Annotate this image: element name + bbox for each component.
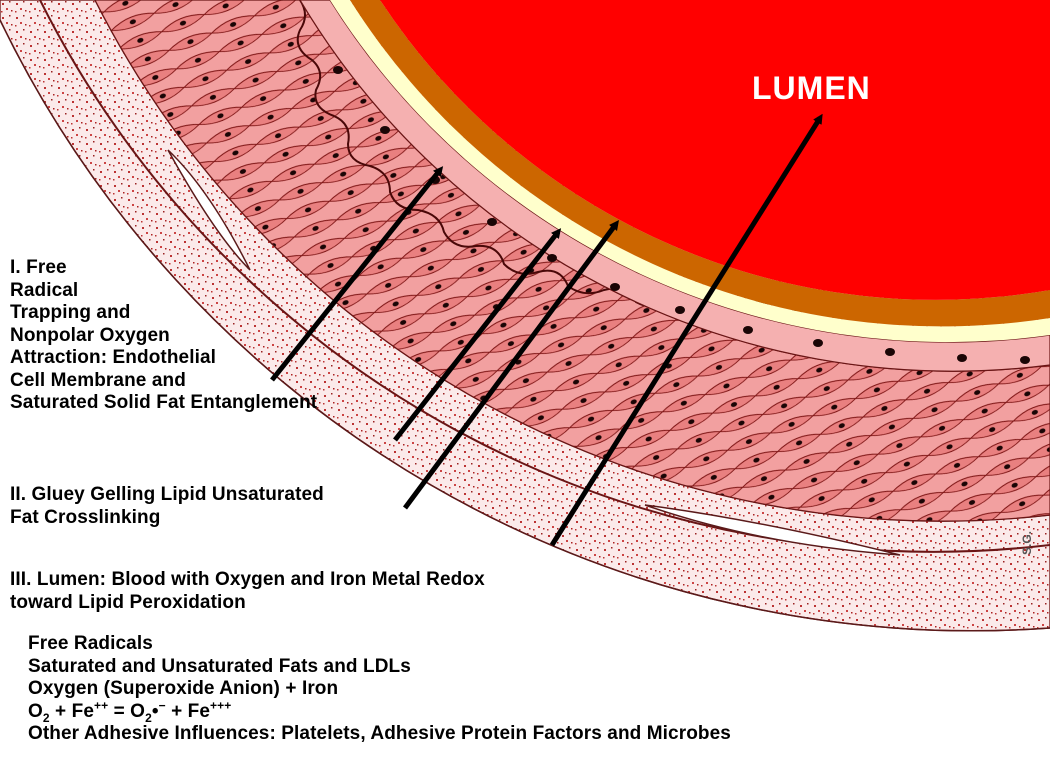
adventitia-outer-line	[0, 19, 1050, 632]
section-1-line: Trapping and	[10, 302, 131, 323]
adventitia-vessel-2	[644, 504, 901, 556]
section-1-line: Attraction: Endothelial	[10, 347, 217, 368]
section-3-line: III. Lumen: Blood with Oxygen and Iron M…	[10, 569, 485, 590]
brown-inner-layer	[350, 0, 1050, 327]
eq-radical: •	[151, 700, 159, 722]
eq-fe: + Fe	[165, 700, 211, 722]
arrow-section-2	[402, 219, 619, 510]
section-2-line: II. Gluey Gelling Lipid Unsaturated	[10, 484, 324, 505]
section-1-label: I. Free Radical Trapping and Nonpolar Ox…	[10, 257, 317, 415]
section-2-line: Fat Crosslinking	[10, 506, 161, 528]
adventitia-vessel-1	[167, 149, 251, 271]
eq-equals: = O	[108, 700, 146, 722]
eq-sub: 2	[42, 710, 50, 725]
legend-fats: Saturated and Unsaturated Fats and LDLs	[28, 655, 411, 677]
legend-adhesive-influences: Other Adhesive Influences: Platelets, Ad…	[28, 723, 731, 744]
eq-sup: +++	[210, 698, 232, 713]
arrow-section-1b	[393, 228, 562, 442]
eq-fe: + Fe	[49, 700, 94, 722]
legend-equation: O2 + Fe++ = O2•− + Fe+++	[28, 698, 731, 725]
section-1-line: Radical	[10, 279, 79, 301]
section-1-line: Nonpolar Oxygen	[10, 324, 170, 346]
section-3-line: toward Lipid Peroxidation	[10, 591, 246, 613]
eq-sub: 2	[145, 710, 152, 725]
section-1-line: Cell Membrane and	[10, 369, 186, 391]
artist-signature: S.G.	[1020, 530, 1034, 555]
legend-oxygen-iron: Oxygen (Superoxide Anion) + Iron	[28, 678, 339, 699]
legend-free-radicals: Free Radicals	[28, 633, 153, 654]
section-2-label: II. Gluey Gelling Lipid Unsaturated Fat …	[10, 484, 324, 529]
legend-block: Free Radicals Saturated and Unsaturated …	[28, 633, 731, 746]
section-1-line: I. Free	[10, 257, 67, 278]
lumen-region	[380, 0, 1050, 300]
section-1-line: Saturated Solid Fat Entanglement	[10, 392, 318, 413]
arrow-section-3	[549, 113, 823, 547]
eq-o: O	[28, 700, 43, 722]
eq-sup: ++	[94, 698, 109, 713]
eq-sup: −	[158, 698, 166, 713]
lumen-label: LUMEN	[752, 70, 871, 106]
arrow-section-1	[270, 166, 444, 382]
section-3-label: III. Lumen: Blood with Oxygen and Iron M…	[10, 569, 485, 614]
